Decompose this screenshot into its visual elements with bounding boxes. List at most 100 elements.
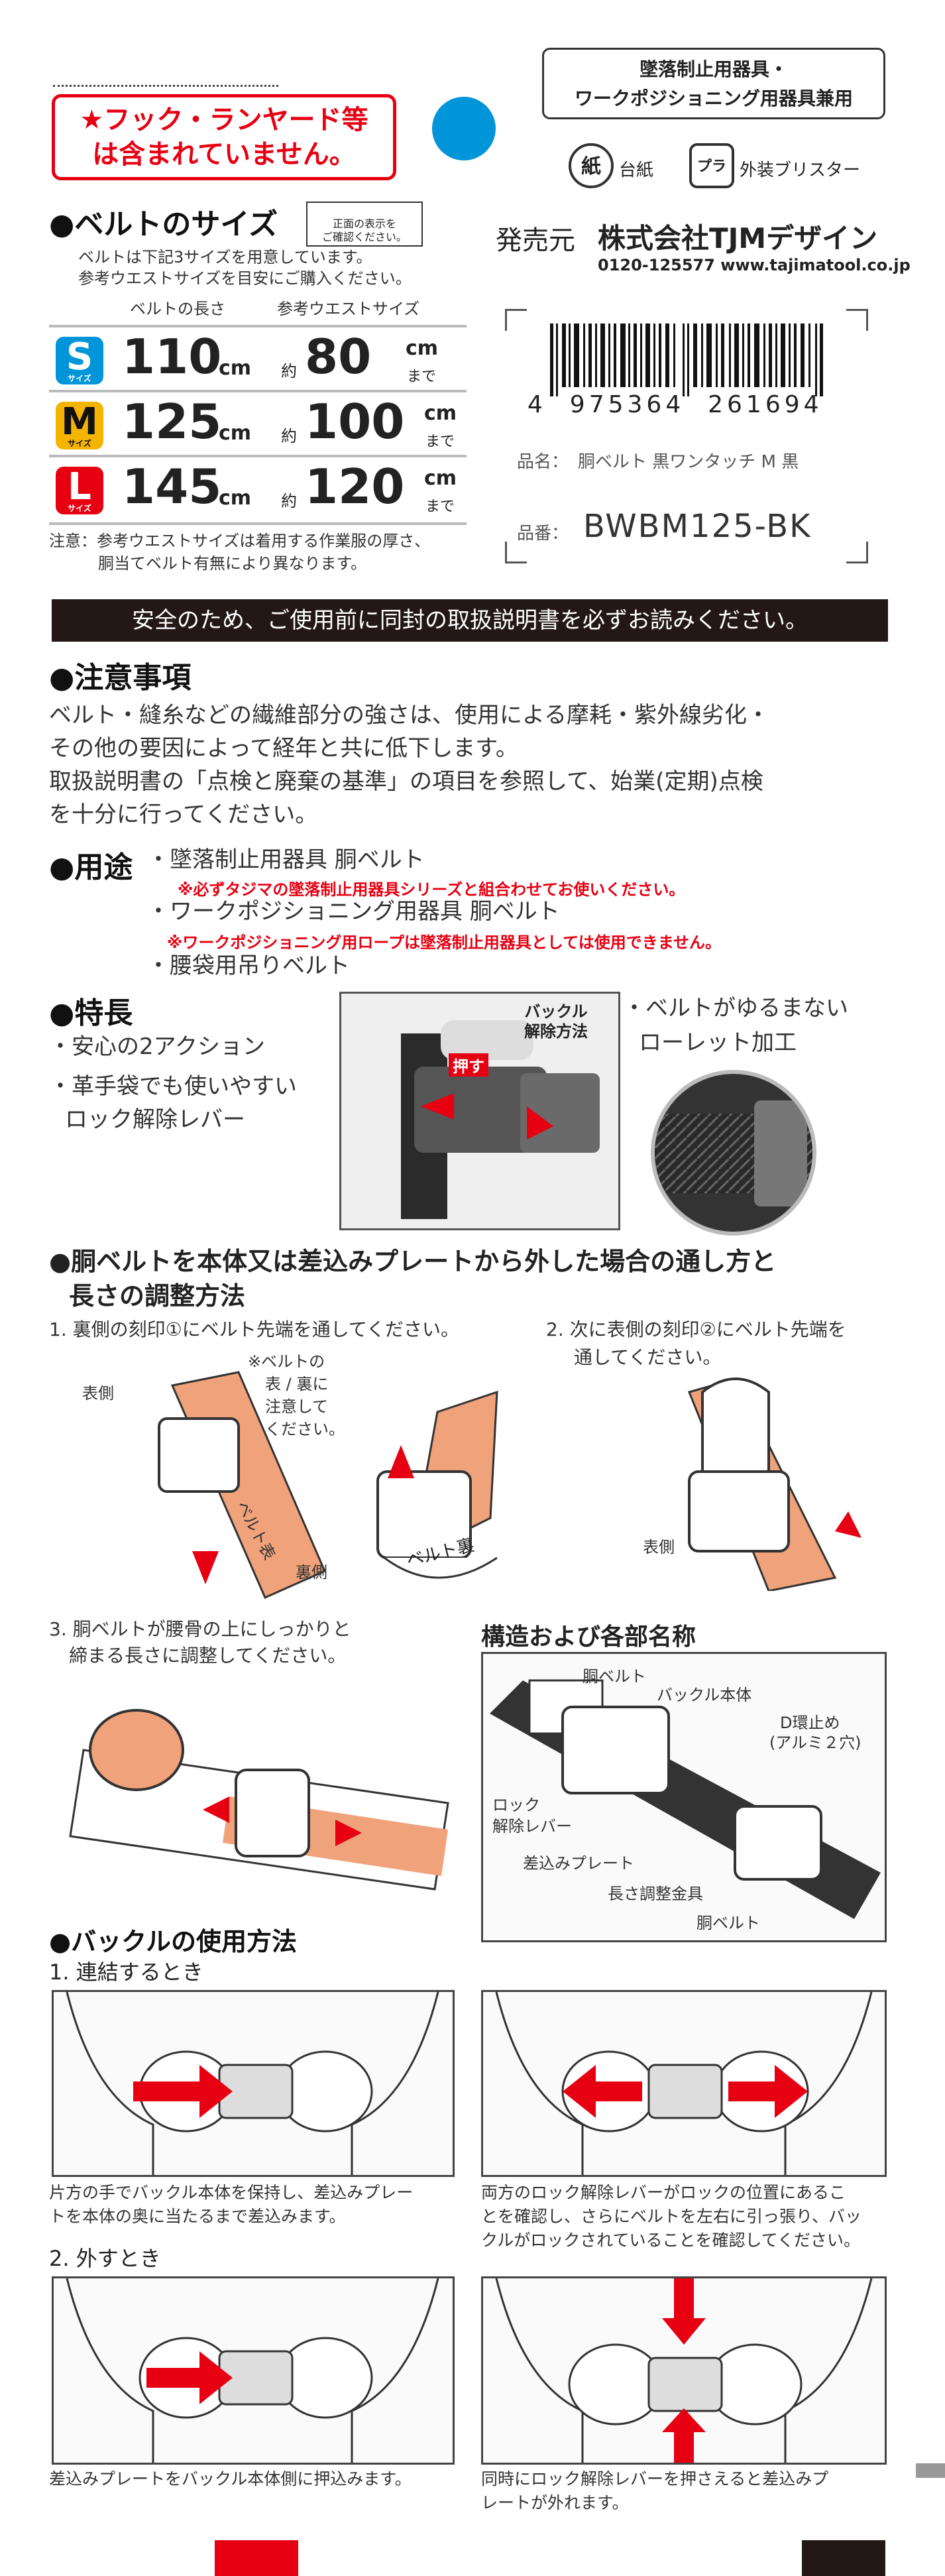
caution-line1: ベルト・縫糸などの繊維部分の強さは、使用による摩耗・紫外線劣化・ <box>49 702 769 729</box>
usage-note2: ※ワークポジショニング用ロープは墜落制止用器具としては使用できません。 <box>167 933 721 952</box>
product-code-label: 品番： <box>517 524 569 544</box>
threading-step1: 1. 裏側の刻印①にベルト先端を通してください。 <box>49 1318 460 1340</box>
usage-item2: ・ワークポジショニング用器具 胴ベルト <box>147 898 560 925</box>
belt-size-title: ●ベルトのサイズ <box>49 207 278 241</box>
threading-title1: ●胴ベルトを本体又は差込みプレートから外した場合の通し方と <box>49 1247 777 1276</box>
connect-caption2b: とを確認し、さらにベルトを左右に引っ張り、バッ <box>481 2207 862 2226</box>
feature-2: ・革手袋でも使いやすい <box>49 1073 297 1100</box>
warning-line1: ★フック・ランヤード等 <box>80 105 368 135</box>
threading-step2-illustration <box>687 1377 862 1591</box>
release-caption1: 差込みプレートをバックル本体側に押込みます。 <box>49 2469 412 2488</box>
struct-plate: 差込みプレート <box>523 1854 634 1873</box>
blue-dot-icon <box>432 97 496 160</box>
caution-line3: 取扱説明書の「点検と廃棄の基準」の項目を参照して、始業(定期)点検 <box>49 768 763 795</box>
struct-lock2: 解除レバー <box>492 1817 572 1836</box>
size-s-length-unit: cm <box>219 357 252 380</box>
product-name-label: 品名： <box>517 452 569 472</box>
release-caption2b: レートが外れます。 <box>481 2493 629 2512</box>
struct-belt: 胴ベルト <box>583 1667 646 1686</box>
structure-art <box>490 1679 881 1919</box>
barcode-image <box>550 323 823 396</box>
bottom-black-mark <box>802 2540 885 2576</box>
product-name: 胴ベルト 黒ワンタッチ M 黒 <box>578 452 799 472</box>
release-art-2 <box>495 2278 873 2463</box>
release-art-1 <box>66 2278 439 2463</box>
size-s-length: 110 <box>122 329 222 384</box>
threading-step3b: 締まる長さに調整してください。 <box>69 1645 347 1667</box>
barcode-frame <box>505 309 868 563</box>
usage-note1: ※必ずタジマの墜落制止用器具シリーズと組合わせてお使いください。 <box>178 880 685 899</box>
size-l-length-unit: cm <box>219 487 252 510</box>
feature-3b: ローレット加工 <box>639 1029 797 1056</box>
seller-contact: 0120-125577 www.tajimatool.co.jp <box>598 256 911 274</box>
threading-step3-illustration <box>69 1709 449 1891</box>
connect-caption1a: 片方の手でバックル本体を保持し、差込みプレー <box>49 2183 414 2202</box>
struct-lock1: ロック <box>492 1796 540 1814</box>
caution-line4: を十分に行ってください。 <box>49 801 318 828</box>
release-illustration-1 <box>52 2276 455 2465</box>
step1-note2: 表 / 裏に <box>265 1375 329 1393</box>
size-m-made: まで <box>425 434 455 450</box>
category-box: 墜落制止用器具・ ワークポジショニング用器具兼用 <box>542 48 885 119</box>
category-line2: ワークポジショニング用器具兼用 <box>574 88 853 109</box>
features-title: ●特長 <box>49 996 133 1030</box>
bottom-red-mark <box>215 2540 298 2576</box>
connect-caption2a: 両方のロック解除レバーがロックの位置にあるこ <box>481 2183 846 2202</box>
knurl-photo <box>651 1070 816 1236</box>
category-line1: 墜落制止用器具・ <box>639 58 788 80</box>
barcode-number: 4 975364 261694 <box>528 391 823 418</box>
dotted-divider <box>53 85 278 87</box>
size-l-approx: 約 <box>281 492 297 510</box>
feature-1: ・安心の2アクション <box>49 1033 265 1060</box>
belt-size-note2: 胴当てベルト有無により異なります。 <box>98 554 367 573</box>
knurl-photo-art <box>655 1100 812 1206</box>
caution-line2: その他の要因によって経年と共に低下します。 <box>49 735 518 762</box>
size-s-approx: 約 <box>281 362 297 381</box>
threading-step1-illustration <box>158 1371 498 1599</box>
buckle-connect-label: 1. 連結するとき <box>49 1960 203 1985</box>
connect-illustration-2 <box>481 1990 887 2177</box>
recycle-paper-icon: 紙 <box>569 143 614 188</box>
recycle-plastic-mark: プラ <box>696 158 726 175</box>
size-s-waist-unit: cm <box>406 337 439 360</box>
seller-name: 株式会社TJMデザイン <box>598 222 878 255</box>
connect-illustration-1 <box>52 1990 455 2177</box>
connect-caption1b: トを本体の奥に当たるまで差込みます。 <box>49 2207 346 2226</box>
threading-step2a: 2. 次に表側の刻印②にベルト先端を <box>546 1318 846 1340</box>
threading-title2: 長さの調整方法 <box>69 1281 246 1311</box>
size-l-waist: 120 <box>305 459 405 514</box>
size-s-waist: 80 <box>305 329 372 384</box>
feature-2b: ロック解除レバー <box>65 1106 245 1133</box>
buckle-photo-art <box>341 994 618 1228</box>
usage-item3: ・腰袋用吊りベルト <box>147 953 350 979</box>
size-s-made: まで <box>407 369 437 385</box>
recycle-paper-label: 台紙 <box>619 160 654 180</box>
caution-title: ●注意事項 <box>49 661 192 695</box>
recycle-paper-mark: 紙 <box>581 155 601 178</box>
step1-note4: ください。 <box>265 1420 345 1438</box>
belt-size-intro1: ベルトは下記3サイズを用意しています。 <box>78 248 372 266</box>
col-length-header: ベルトの長さ <box>130 300 225 318</box>
usage-item1: ・墜落制止用器具 胴ベルト <box>147 847 425 873</box>
size-m-waist: 100 <box>305 394 405 449</box>
connect-art-1 <box>66 1991 439 2175</box>
step1-note3: 注意して <box>265 1397 329 1416</box>
warning-line2: は含まれていません。 <box>92 139 356 170</box>
step1-note1: ※ベルトの <box>248 1352 325 1371</box>
belt-size-note1: 注意：参考ウエストサイズは着用する作業服の厚さ、 <box>49 532 431 550</box>
push-label: 押す <box>449 1053 488 1077</box>
belt-size-intro2: 参考ウエストサイズを目安にご購入ください。 <box>78 269 412 288</box>
buckle-label: バックル解除方法 <box>524 1002 588 1041</box>
struct-adjust: 長さ調整金具 <box>608 1885 703 1903</box>
structure-diagram: 胴ベルト バックル本体 D環止め (アルミ２穴) ロック 解除レバー 差込みプレ… <box>481 1652 887 1942</box>
step2-front-label: 表側 <box>643 1538 675 1556</box>
size-l-length: 145 <box>122 459 222 514</box>
recycle-plastic-icon: プラ <box>689 143 734 188</box>
size-m-length: 125 <box>122 394 222 449</box>
size-l-waist-unit: cm <box>424 467 457 490</box>
